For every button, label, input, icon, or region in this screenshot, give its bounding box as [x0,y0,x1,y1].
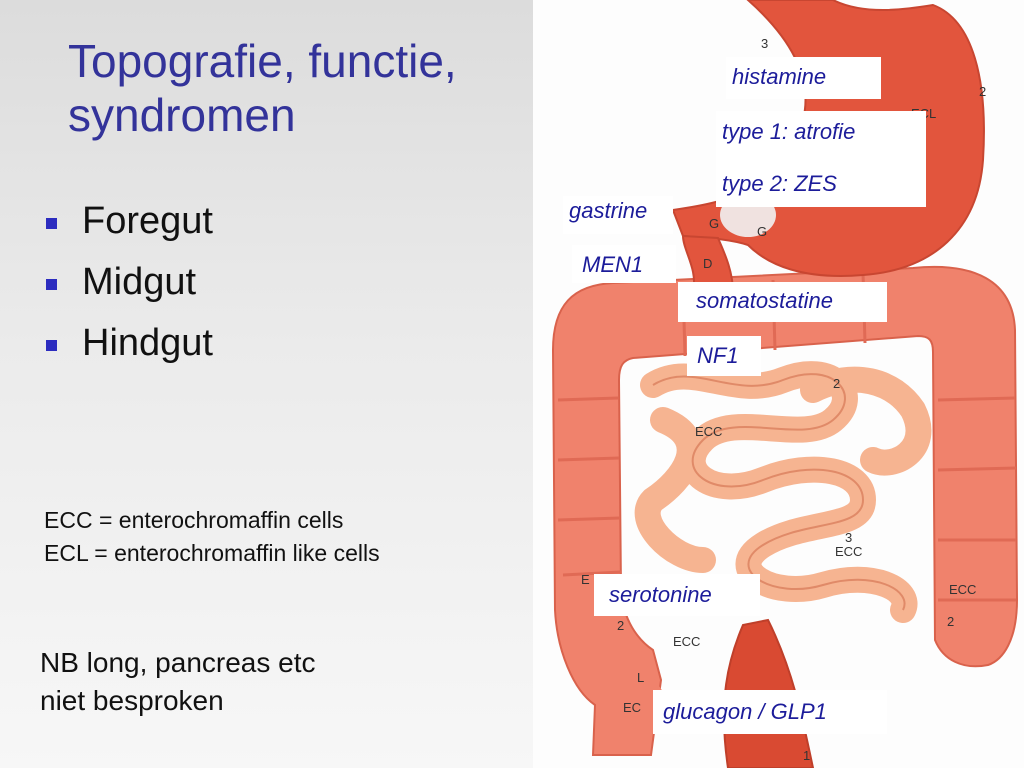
bullet-list: Foregut Midgut Hindgut [44,198,213,381]
tag-type1-text: type 1: atrofie [722,119,856,144]
bullet-square-icon [46,279,57,290]
label-left-2: 2 [617,618,625,633]
tag-histamine: histamine [726,57,881,99]
label-g1: G [709,216,720,231]
bullet-square-icon [46,218,57,229]
bullet-hindgut: Hindgut [44,320,213,381]
slide-title-line-1: Topografie, functie, [68,35,457,87]
tag-syndromes: type 1: atrofie type 2: ZES [716,111,926,207]
tag-men1-text: MEN1 [582,252,644,277]
bullet-foregut: Foregut [44,198,213,259]
tag-men1: MEN1 [572,245,676,283]
tag-glucagon: glucagon / GLP1 [653,690,887,734]
bullet-text: Foregut [82,200,213,242]
tag-nf1-text: NF1 [697,343,739,368]
label-jejunum-2: 2 [833,376,841,391]
label-ecc-right: ECC [949,582,977,597]
small-intestine-outline [652,373,906,611]
tag-histamine-text: histamine [732,64,827,89]
label-stomach-2: 2 [979,84,987,99]
label-ec: EC [623,700,642,715]
tag-nf1: NF1 [687,336,761,376]
tag-gastrine-text: gastrine [569,198,648,223]
slide-title-line-2: syndromen [68,89,296,141]
haustra-right [937,396,1017,602]
tag-type2-text: type 2: ZES [722,171,837,196]
nb-note: NB long, pancreas etc niet besproken [40,644,316,720]
bullet-midgut: Midgut [44,259,213,320]
label-l: L [637,670,645,685]
nb-note-line-1: NB long, pancreas etc [40,647,316,678]
tag-glucagon-text: glucagon / GLP1 [663,699,827,724]
label-ecc-upper: ECC [695,424,723,439]
tag-somatostatine-text: somatostatine [696,288,833,313]
tag-gastrine: gastrine [563,196,673,234]
bullet-square-icon [46,340,57,351]
label-e-left: E [581,572,590,587]
slide-title: Topografie, functie, syndromen [68,34,528,142]
bullet-text: Midgut [82,261,197,303]
definition-ecc: ECC = enterochromaffin cells [44,507,344,533]
label-g2: G [757,224,768,239]
tag-somatostatine: somatostatine [678,282,887,322]
tag-serotonine: serotonine [594,574,760,616]
definition-ecl: ECL = enterochromaffin like cells [44,540,380,566]
bullet-text: Hindgut [82,322,213,364]
label-rectum-1: 1 [803,748,811,763]
label-right-2: 2 [947,614,955,629]
nb-note-line-2: niet besproken [40,685,224,716]
label-ecc-ileum: ECC [835,544,863,559]
label-d: D [703,256,713,271]
label-stomach-3: 3 [761,36,769,51]
tag-serotonine-text: serotonine [609,582,712,607]
gut-diagram: 3 2 ECL G G D 2 ECC 3 ECC ECC 2 E 2 ECC … [533,0,1024,768]
haustra-left [557,396,622,577]
large-intestine [551,265,1019,756]
label-ecc-lower: ECC [673,634,701,649]
label-ileum-3: 3 [845,530,853,545]
abbreviation-definitions: ECC = enterochromaffin cells ECL = enter… [44,504,380,570]
